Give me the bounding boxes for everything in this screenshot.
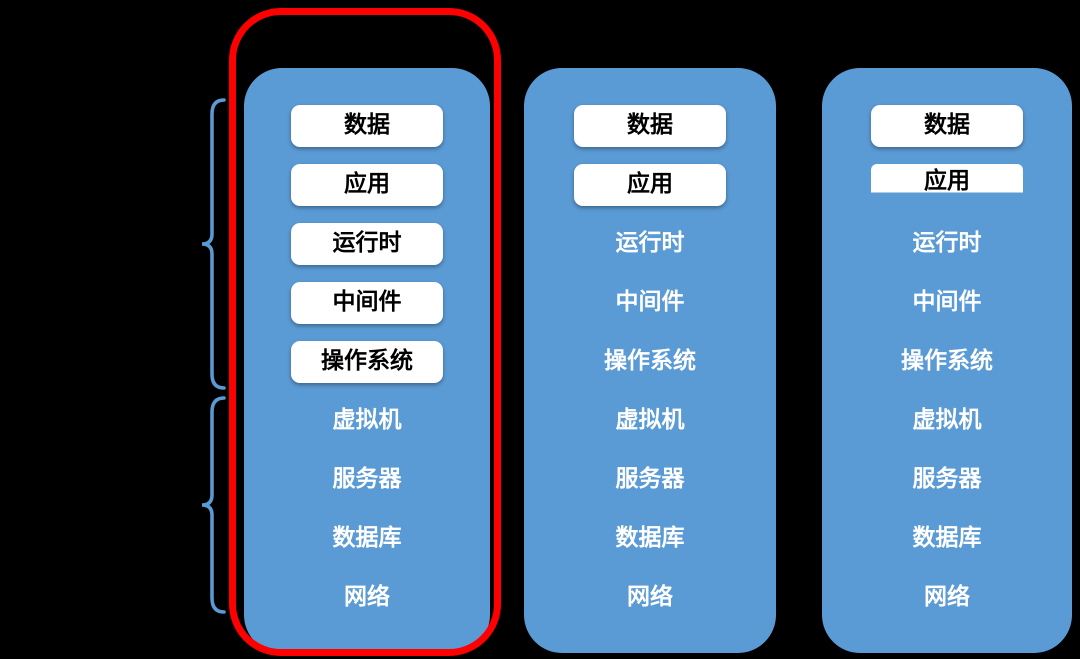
layer-label: 虚拟机 [332,407,402,433]
layer-box: 中间件 [291,281,443,324]
layer-label: 网络 [627,584,673,610]
layer-row: 应用 [524,155,776,214]
layer-box: 操作系统 [291,340,443,383]
layer-box: 数据 [291,104,443,147]
layer-label: 中间件 [615,289,685,315]
layer-row: 数据库 [244,509,490,568]
layer-row: 服务器 [822,450,1072,509]
layer-box: 数据 [574,104,726,147]
layer-label: 服务器 [615,466,685,492]
layer-row: 网络 [244,568,490,627]
layer-row: 虚拟机 [244,391,490,450]
service-model-column-1: 数据 应用 运行时 中间件 操作系统 虚拟机 服务器 数据库 网络 [244,68,490,653]
service-model-column-2: 数据 应用 运行时 中间件 操作系统 虚拟机 服务器 数据库 网络 [524,68,776,653]
layer-row: 数据库 [524,509,776,568]
layer-row: 网络 [822,568,1072,627]
layer-label: 服务器 [332,466,402,492]
layer-row: 操作系统 [244,332,490,391]
lower-group-brace-icon [200,396,230,614]
layer-row: 网络 [524,568,776,627]
layer-box-partial: 应用 [871,163,1023,206]
service-model-column-3: 数据 应用 运行时 中间件 操作系统 虚拟机 服务器 数据库 网络 [822,68,1072,653]
upper-group-brace-icon [200,98,230,390]
layer-label: 网络 [344,584,390,610]
layer-label: 运行时 [912,230,982,256]
layer-box: 应用 [574,163,726,206]
layer-row: 操作系统 [524,332,776,391]
layer-row: 数据 [822,96,1072,155]
layer-row: 虚拟机 [822,391,1072,450]
layer-label: 操作系统 [901,348,993,374]
layer-row: 数据库 [822,509,1072,568]
layer-label: 网络 [924,584,970,610]
layer-label: 虚拟机 [912,407,982,433]
layer-label: 虚拟机 [615,407,685,433]
layer-row: 操作系统 [822,332,1072,391]
layer-label: 数据库 [332,525,402,551]
layer-row: 运行时 [244,214,490,273]
layer-row: 中间件 [822,273,1072,332]
layer-box: 数据 [871,104,1023,147]
layer-label: 服务器 [912,466,982,492]
layer-row: 中间件 [524,273,776,332]
layer-row: 中间件 [244,273,490,332]
layer-row: 服务器 [244,450,490,509]
layer-row: 服务器 [524,450,776,509]
layer-row: 运行时 [524,214,776,273]
layer-label: 数据库 [615,525,685,551]
layer-row: 虚拟机 [524,391,776,450]
layer-row: 运行时 [822,214,1072,273]
layer-row: 应用 [822,155,1072,214]
layer-label: 操作系统 [604,348,696,374]
layer-row: 应用 [244,155,490,214]
layer-label: 运行时 [615,230,685,256]
layer-row: 数据 [244,96,490,155]
layer-label: 数据库 [912,525,982,551]
layer-label: 中间件 [912,289,982,315]
layer-box: 运行时 [291,222,443,265]
layer-box: 应用 [291,163,443,206]
layer-row: 数据 [524,96,776,155]
